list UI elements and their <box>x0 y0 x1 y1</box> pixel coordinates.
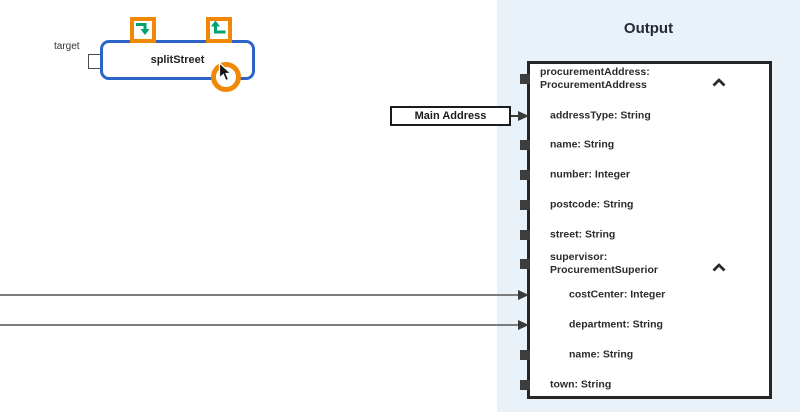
field-label-line: number: Integer <box>550 168 630 181</box>
field-connector-square[interactable] <box>520 140 530 150</box>
output-panel-title: Output <box>623 20 674 37</box>
step-out-button[interactable] <box>206 17 232 43</box>
output-field-addresstype[interactable]: addressType: String <box>550 110 651 123</box>
output-field-procurementaddress[interactable]: procurementAddress:ProcurementAddress <box>540 66 650 92</box>
output-field-street[interactable]: street: String <box>550 229 615 242</box>
field-label-line: procurementAddress: <box>540 66 650 78</box>
output-field-costcenter[interactable]: costCenter: Integer <box>569 289 665 302</box>
field-connector-arrowhead[interactable] <box>518 290 529 300</box>
field-connector-square[interactable] <box>520 380 530 390</box>
field-connector-square[interactable] <box>520 170 530 180</box>
output-field-name[interactable]: name: String <box>569 349 633 362</box>
field-connector-arrowhead[interactable] <box>518 111 529 121</box>
step-into-button[interactable] <box>130 17 156 43</box>
output-field-number[interactable]: number: Integer <box>550 169 630 182</box>
field-label-line: ProcurementAddress <box>540 79 647 91</box>
output-field-department[interactable]: department: String <box>569 319 663 332</box>
field-connector-arrowhead[interactable] <box>518 320 529 330</box>
field-connector-square[interactable] <box>520 350 530 360</box>
output-field-town[interactable]: town: String <box>550 379 611 392</box>
field-label-line: addressType: String <box>550 109 651 122</box>
field-label-line: costCenter: Integer <box>569 288 666 301</box>
field-label-line: ProcurementSuperior <box>550 264 658 276</box>
field-connector-square[interactable] <box>520 230 530 240</box>
connector-label-text: Main Address <box>414 110 487 122</box>
step-out-arrow-icon <box>210 19 228 42</box>
collapse-chevron-up-icon[interactable] <box>712 75 726 87</box>
target-port-label: target <box>54 41 80 52</box>
connection-line-department[interactable] <box>0 324 518 326</box>
step-into-arrow-icon <box>134 19 152 42</box>
output-field-supervisor[interactable]: supervisor:ProcurementSuperior <box>550 251 658 277</box>
output-box: procurementAddress:ProcurementAddress add… <box>518 61 772 399</box>
connection-line-costcenter[interactable] <box>0 294 518 296</box>
field-label-line: postcode: String <box>550 198 634 211</box>
field-label-line: supervisor: <box>550 251 608 263</box>
mouse-cursor-icon <box>218 61 234 89</box>
field-label-line: department: String <box>569 318 663 331</box>
field-connector-square[interactable] <box>520 74 530 84</box>
field-label-line: street: String <box>550 228 616 241</box>
transform-node-label: splitStreet <box>150 54 205 66</box>
field-label-line: town: String <box>550 378 612 391</box>
connector-label-main-address[interactable]: Main Address <box>390 106 511 126</box>
field-connector-square[interactable] <box>520 259 530 269</box>
collapse-chevron-up-icon[interactable] <box>712 260 726 272</box>
field-connector-square[interactable] <box>520 200 530 210</box>
output-field-name[interactable]: name: String <box>550 139 614 152</box>
field-label-line: name: String <box>569 348 634 361</box>
output-field-postcode[interactable]: postcode: String <box>550 199 633 212</box>
connection-line-main-address[interactable] <box>511 115 518 117</box>
field-label-line: name: String <box>550 138 615 151</box>
